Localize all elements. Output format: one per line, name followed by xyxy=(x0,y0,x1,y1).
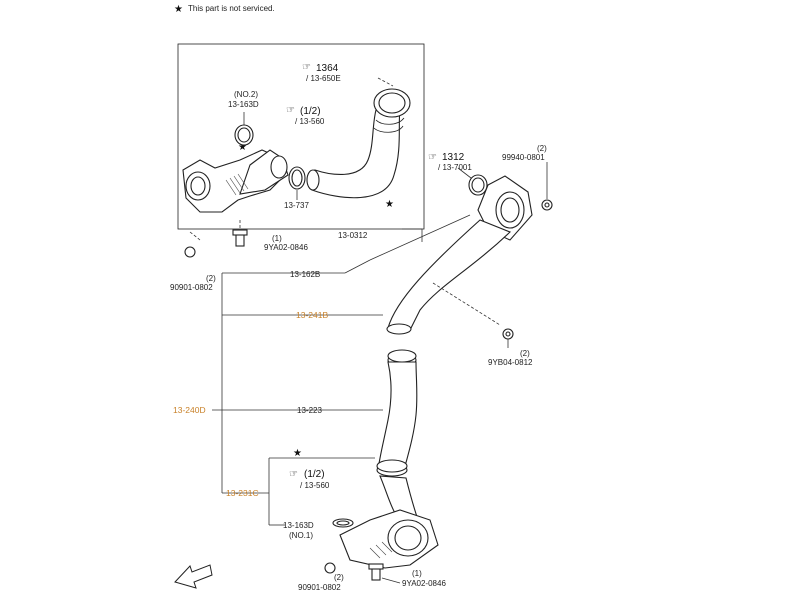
o-ring-13-7001[interactable] xyxy=(468,174,488,196)
ref-book-icon-half-top: ☞ xyxy=(286,105,295,116)
label-13-0312: 13-0312 xyxy=(338,231,368,240)
label-qty-99940: (2) xyxy=(537,144,547,153)
subassembly-box xyxy=(177,43,425,230)
label-13-7001: / 13-7001 xyxy=(438,163,472,172)
bolt-99940-0801[interactable] xyxy=(541,199,553,211)
o-ring-no2[interactable] xyxy=(234,124,254,146)
upper-inlet-flange-part[interactable] xyxy=(182,149,289,213)
bolt-9ya02-0846-bottom[interactable] xyxy=(368,563,384,581)
label-1364: 1364 xyxy=(316,63,339,74)
label-13-560-top: / 13-560 xyxy=(295,117,325,126)
label-qty-9ya-top: (1) xyxy=(272,234,282,243)
throttle-body-flange[interactable] xyxy=(477,175,533,241)
hose-clamp-13-737[interactable] xyxy=(288,166,306,190)
label-no1: (NO.1) xyxy=(289,531,313,540)
label-13-737: 13-737 xyxy=(284,201,309,210)
label-13-650E: / 13-650E xyxy=(306,74,341,83)
label-13-163D-bot: 13-163D xyxy=(283,521,314,530)
bolt-9yb04-0812[interactable] xyxy=(502,328,514,340)
front-direction-arrow-icon xyxy=(174,564,213,589)
label-13-241B[interactable]: 13-241B xyxy=(296,310,328,320)
nut-90901-0802-bottom[interactable] xyxy=(324,562,336,574)
upper-air-hose[interactable] xyxy=(306,88,411,199)
label-9yb04-0812: 9YB04-0812 xyxy=(488,358,533,367)
label-qty-90901-top: (2) xyxy=(206,274,216,283)
label-no2: (NO.2) xyxy=(234,90,258,99)
label-13-231C[interactable]: 13-231C xyxy=(226,488,259,498)
label-9ya02-0846-top: 9YA02-0846 xyxy=(264,243,308,252)
label-13-223: 13-223 xyxy=(297,406,322,415)
star-icon-upper-hose: ★ xyxy=(385,199,394,210)
nut-90901-0802-top[interactable] xyxy=(184,246,196,258)
star-icon-upper-flange: ★ xyxy=(238,142,247,153)
label-13-240D[interactable]: 13-240D xyxy=(173,405,206,415)
label-90901-0802-bot: 90901-0802 xyxy=(298,583,341,592)
label-13-163D-top: 13-163D xyxy=(228,100,259,109)
main-intake-pipe-13-223[interactable] xyxy=(339,219,512,569)
label-half-bot: (1/2) xyxy=(304,469,325,480)
label-1312: 1312 xyxy=(442,152,465,163)
ref-book-icon-1312: ☞ xyxy=(428,152,437,163)
legend-star-icon: ★ xyxy=(174,4,183,15)
o-ring-no1[interactable] xyxy=(332,518,354,528)
star-icon-lower: ★ xyxy=(293,448,302,459)
ref-book-icon-1364: ☞ xyxy=(302,62,311,73)
label-90901-0802-top: 90901-0802 xyxy=(170,283,213,292)
label-half-top: (1/2) xyxy=(300,106,321,117)
label-9ya02-0846-bot: 9YA02-0846 xyxy=(402,579,446,588)
legend-note: This part is not serviced. xyxy=(188,4,275,13)
label-qty-9ya-bot: (1) xyxy=(412,569,422,578)
label-99940-0801: 99940-0801 xyxy=(502,153,545,162)
ref-book-icon-half-bot: ☞ xyxy=(289,469,298,480)
bolt-9ya02-0846-top[interactable] xyxy=(232,229,248,247)
label-qty-9yb: (2) xyxy=(520,349,530,358)
label-13-162B: 13-162B xyxy=(290,270,320,279)
label-13-560-bot: / 13-560 xyxy=(300,481,330,490)
label-qty-90901-bot: (2) xyxy=(334,573,344,582)
